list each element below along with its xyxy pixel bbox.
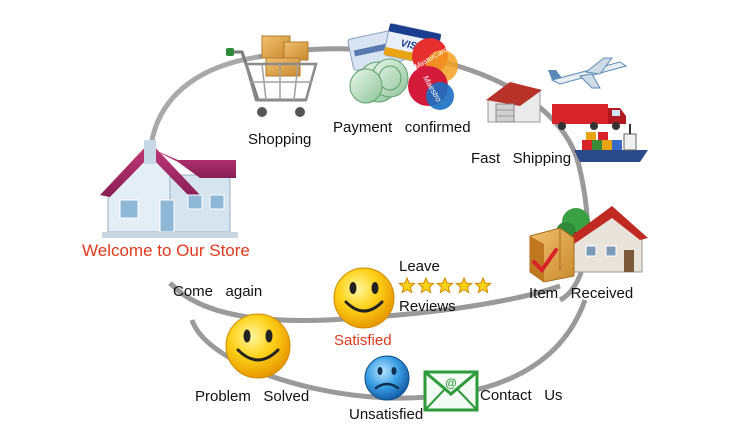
email-envelope-icon: @	[423, 370, 479, 412]
unsatisfied-label: Unsatisfied	[349, 406, 424, 423]
house-icon	[100, 140, 238, 238]
payment-icon: VISA MasterCard Maestro	[347, 23, 458, 110]
warehouse-icon	[486, 82, 542, 123]
review-star-icon	[455, 276, 473, 294]
fast-shipping-label: Fast Shipping	[471, 150, 572, 167]
problem-solved-label: Problem Solved	[195, 388, 310, 405]
welcome-label: Welcome to Our Store	[82, 241, 250, 260]
payment-confirmed-label: Payment confirmed	[333, 119, 471, 136]
contact-us-label: Contact Us	[480, 387, 563, 404]
item-received-label: Item Received	[529, 285, 634, 302]
reviews-label: Reviews	[399, 298, 456, 315]
review-star-icon	[436, 276, 454, 294]
shopping-label: Shopping	[248, 131, 312, 148]
review-star-icon	[474, 276, 492, 294]
truck-icon	[552, 104, 626, 130]
svg-text:@: @	[445, 376, 457, 390]
satisfied-smiley-icon	[333, 267, 395, 329]
leave-label: Leave	[399, 258, 440, 275]
item-received-icon	[529, 206, 648, 283]
satisfied-label: Satisfied	[334, 332, 392, 349]
problem-solved-smiley-icon	[225, 313, 291, 379]
shopping-cart-icon	[226, 35, 318, 117]
review-stars	[398, 276, 492, 294]
airplane-icon	[548, 57, 628, 89]
review-star-icon	[417, 276, 435, 294]
come-again-label: Come again	[173, 283, 263, 300]
unsatisfied-face-icon	[364, 355, 410, 401]
cargo-ship-icon	[574, 124, 648, 162]
review-star-icon	[398, 276, 416, 294]
